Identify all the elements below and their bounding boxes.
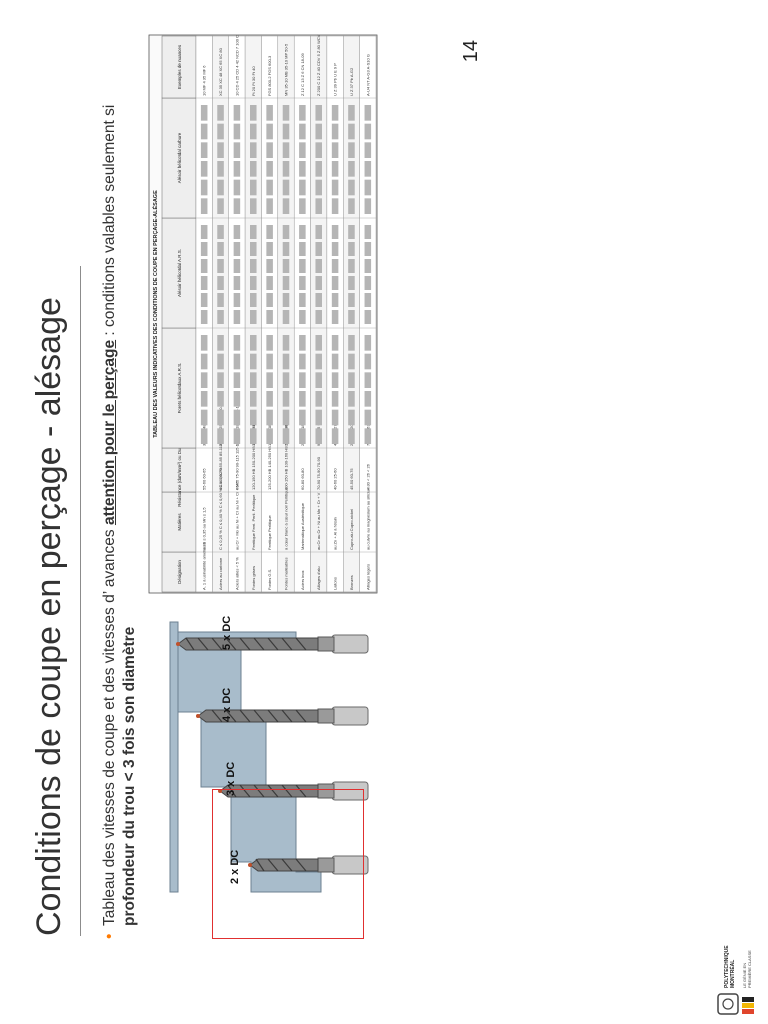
table-cell: au Zn + Al à l'étain [333,517,338,550]
table-cell: Martensitique Austénitique [300,502,305,550]
table-cell: Alliages légers [365,564,370,590]
depth-label-2xdc: 2 x DC [229,850,241,884]
logo-subtitle: LE GÉNIE EN PREMIÈRE CLASSE [742,950,752,988]
workpiece-base [169,621,179,893]
table-header-resistance: Résistance (daN/mm²) ou Dureté HB [177,433,182,507]
table-cell: 60-80 60-80 [300,468,305,490]
title-divider [80,266,81,936]
table-cell: au Cr + Mo au Ni + Cr au Ni + Cr + Mo [234,481,239,550]
slide-title: Conditions de coupe en perçage - alésage [30,297,68,936]
table-cell: XC 35 XC 48 XC 65 XC 80 [218,47,223,96]
table-grid: TABLEAU DES VALEURS INDICATIVES DES COND… [148,28,378,594]
table-cell: 40-60 50-70 55-85 85-115 [218,443,223,490]
table-cell: Ferritique Perlitique [267,515,272,550]
table-header-alesoir_ars: Alésoir hélicoïdal A.R.S. [177,249,182,297]
bullet-text: • Tableau des vitesses de coupe et des v… [100,96,140,939]
depth-label-3xdc: 3 x DC [225,762,237,796]
school-logo: POLYTECHNIQUE MONTRÉAL LE GÉNIE EN PREMI… [716,945,764,1016]
bullet-middle: : conditions valables seulement si [101,104,118,340]
table-cell: à cœur blanc à cœur noir Perlitique [284,487,289,550]
depth-label-5xdc: 5 x DC [221,616,233,650]
drill-3xdc [218,781,369,801]
table-cell: Bronzes [349,575,354,590]
table-cell: Aciers inox [300,570,305,590]
table-cell: 10 CD 4 25 CD 4 42 NCD 7 100 C 6 [234,34,239,96]
drill-4xdc [196,706,369,726]
table-cell: 55-60 60-65 [202,468,207,490]
table-cell: 10 MF 4 35 MF 6 [202,65,207,96]
table-cell: Laitons [333,577,338,590]
table-cell: 45-50 60-75 [349,468,354,490]
table-cell: U Z 39 Pb U E 9 P [333,63,338,96]
drill-2xdc [248,855,369,875]
table-cell: A-U4 NT A-G3 A-S10 G [365,54,370,96]
table-cell: au Cr au Cr + Ni au Mn + Cr + V [316,492,321,550]
logo-name: POLYTECHNIQUE MONTRÉAL [724,945,736,988]
table-cell: Ft 20 Ft 30 Ft 40 [251,66,256,96]
table-cell: FGS 800-2 FGS 600-3 [267,55,272,96]
logo-emblem-icon [717,993,754,1015]
table-cell: < 30 < 26 < 26 [365,463,370,490]
table-header-forets_ars: Forets hélicoïdaux A.R.S. [177,363,182,414]
table-cell: Ferritique Ferri. Perli. Perlitique [251,494,256,550]
drill-5xdc [176,634,369,654]
table-cell: Fontes G.S. [267,569,272,590]
table-cell: 120-150 HB 150-200 HB 200-250 HB [251,423,256,490]
table-cell: au S ≤ 0,35 au Mn ≤ 1,5 [202,507,207,550]
table-cell: C ≤ 0,25 % C ≤ 0,40 % C ≤ 0,60 % C ≥ 0,6… [218,467,223,550]
drill-depth-figure: 2 x DC 3 x DC 4 x DC 5 x DC [169,616,369,893]
table-cell: au cuivre au magnésium au silicium [365,486,370,550]
bullet-emphasis: attention pour le perçage [101,339,118,526]
table-header-alesoir_carbure: Alésoir hélicoïdal carbure [177,132,182,183]
bullet-bold-end: profondeur du trou < 3 fois son diamètre [121,626,138,926]
table-cell: Z 12 C 13 Z 6 CN 18-09 [300,53,305,96]
table-cell: 60-75 75-90 90-115 115-135 [234,439,239,490]
table-header-designation: Désignation [177,560,182,584]
table-cell: 100-150 HB 100-160 HB 200-240 HB [284,423,289,490]
table-cell: 70-90 75-90 70-90 [316,456,321,490]
bullet-dot-icon: • [101,933,118,939]
table-cell: Z 200 C 12 Z 40 CDV 5 Z 80 WCV 18 [316,34,321,96]
table-cell: Aciers au carbone [218,557,223,590]
table-header-exemples: Exemples de nuances [177,44,182,89]
table-cell: Cupro-alu Cupro-nickel [349,509,354,550]
highlight-frame [212,789,364,939]
table-cell: Alliages d'alu [316,567,321,590]
bullet-intro: Tableau des vitesses de coupe et des vit… [101,525,118,926]
table-cell: 125-200 HB 140-250 HB [267,446,272,490]
table-header-matieres: Matières [177,513,182,531]
table-cell: Aciers alliés < 5 % [234,557,239,590]
table-title: TABLEAU DES VALEURS INDICATIVES DES COND… [151,190,159,438]
cutting-conditions-table: TABLEAU DES VALEURS INDICATIVES DES COND… [148,28,378,594]
table-cell: MN 35-10 MB 35-10 MP 50-5 [284,43,289,96]
page-number: 14 [460,40,482,63]
table-cell: Fontes malléables [284,558,289,590]
table-cell: U Z 37 Pb A-G2 [349,67,354,96]
depth-label-4xdc: 4 x DC [221,688,233,722]
table-cell: Fontes grises [251,566,256,590]
table-cell: 40-60 25-60 [333,468,338,490]
table-cell: A. 1 à usinabilité améliorée [202,541,207,590]
